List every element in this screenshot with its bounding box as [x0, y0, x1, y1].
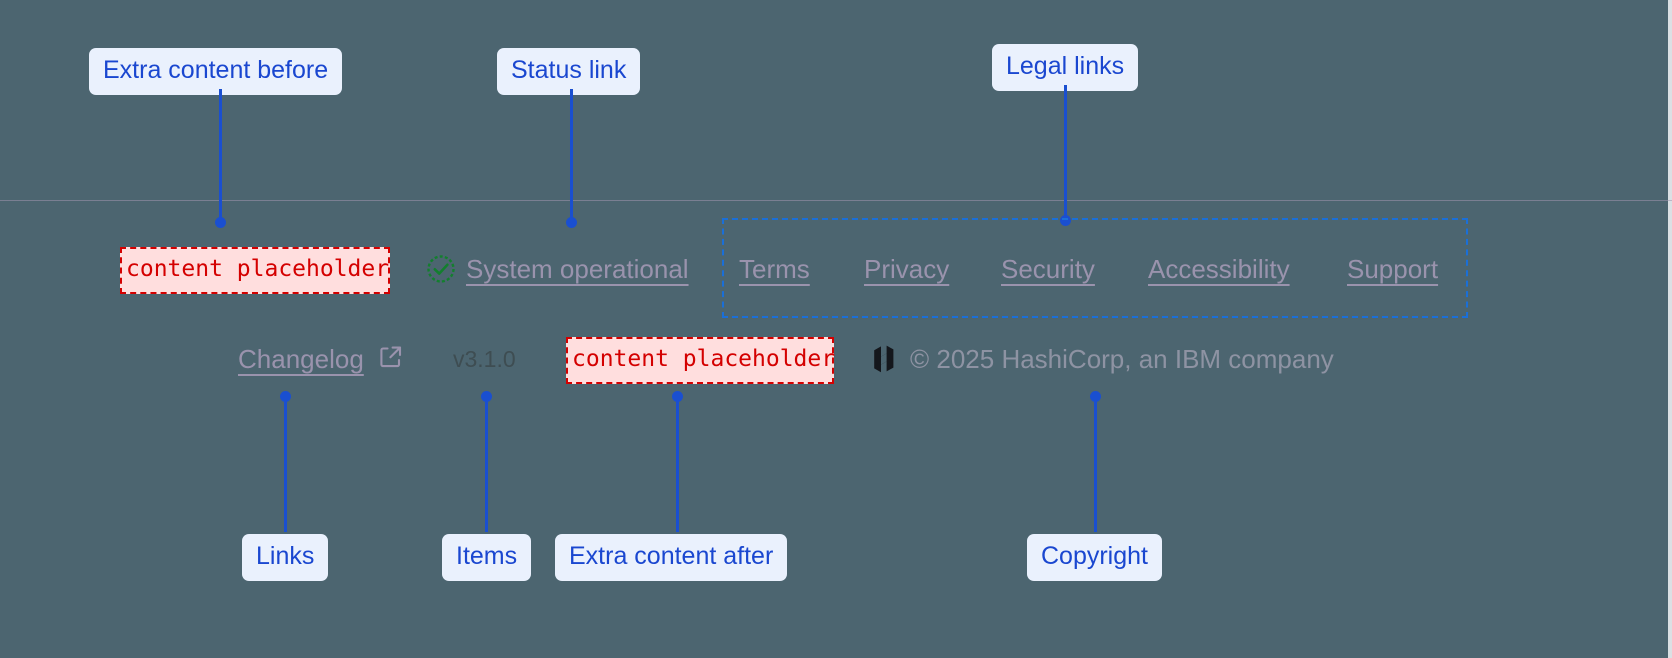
leader-line-extra-content-after: [676, 396, 679, 532]
leader-dot-extra-content-before: [215, 217, 226, 228]
leader-line-status-link: [570, 89, 573, 222]
status-link[interactable]: System operational: [466, 254, 689, 284]
legal-link-support[interactable]: Support: [1347, 254, 1439, 284]
leader-line-items: [485, 396, 488, 532]
legal-link-terms[interactable]: Terms: [739, 254, 810, 284]
leader-line-legal-links: [1064, 85, 1067, 220]
extra-content-after-placeholder: content placeholder: [566, 337, 835, 384]
right-edge-band: [1668, 0, 1672, 658]
callout-items: Items: [442, 534, 532, 581]
callout-extra-content-after: Extra content after: [555, 534, 788, 581]
callout-status-link: Status link: [497, 48, 641, 95]
check-circle-icon: [426, 254, 456, 284]
version-label: v3.1.0: [453, 346, 516, 372]
callout-legal-links: Legal links: [992, 44, 1139, 91]
external-link-icon[interactable]: [378, 344, 404, 370]
leader-line-extra-content-before: [219, 89, 222, 222]
callout-copyright: Copyright: [1027, 534, 1162, 581]
copyright-text: © 2025 HashiCorp, an IBM company: [910, 344, 1334, 374]
leader-dot-status-link: [566, 217, 577, 228]
legal-links-group-box: [722, 218, 1468, 318]
footer-top-divider: [0, 200, 1672, 201]
hashicorp-logo: [870, 344, 898, 374]
leader-line-links: [284, 396, 287, 532]
legal-link-privacy[interactable]: Privacy: [864, 254, 950, 284]
callout-extra-content-before: Extra content before: [89, 48, 343, 95]
extra-content-before-placeholder: content placeholder: [120, 247, 390, 294]
legal-link-security[interactable]: Security: [1001, 254, 1095, 284]
legal-link-accessibility[interactable]: Accessibility: [1148, 254, 1290, 284]
changelog-link[interactable]: Changelog: [238, 344, 364, 374]
leader-line-copyright: [1094, 396, 1097, 532]
leader-dot-legal-links: [1060, 215, 1071, 226]
callout-links: Links: [242, 534, 329, 581]
